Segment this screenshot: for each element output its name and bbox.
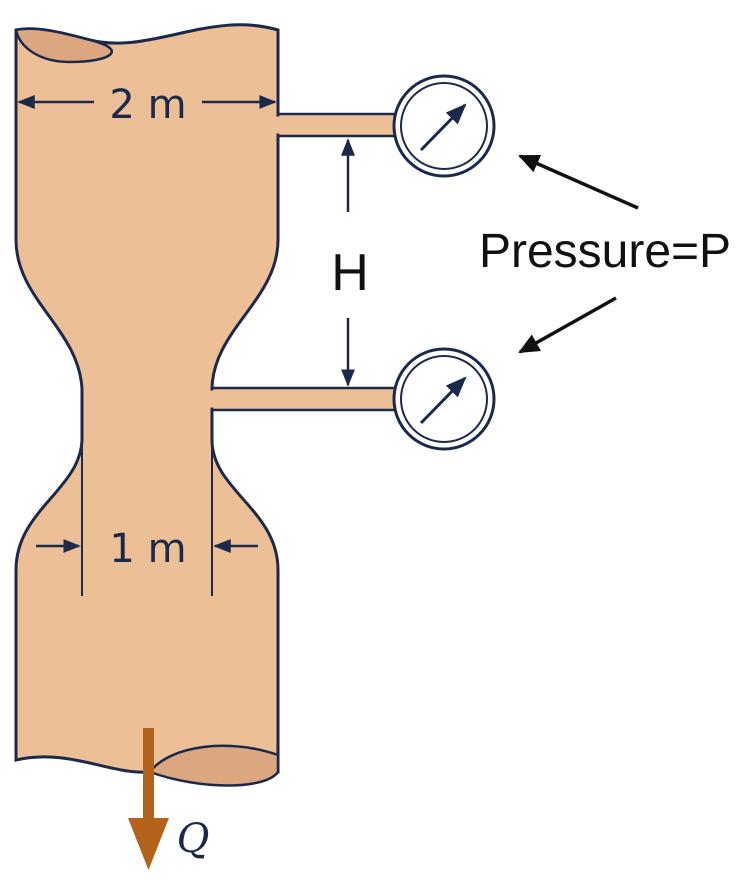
flow-indicator: Q: [128, 728, 209, 870]
lower-gauge: [392, 347, 496, 451]
arrow-icon: [518, 296, 617, 354]
flow-arrow-head: [128, 818, 169, 870]
top-diameter-label: 2 m: [109, 82, 186, 128]
lower-gauge-needle: [419, 376, 467, 425]
pipe-top-opening: [14, 27, 114, 64]
pipe-bottom-opening: [147, 744, 280, 787]
throat-diameter-label: 1 m: [109, 526, 186, 572]
lower-tube: [210, 386, 398, 412]
pressure-label: Pressure=P: [479, 225, 731, 278]
throat-diameter-dimension: 1 m: [36, 526, 258, 572]
venturi-pipe: [14, 23, 280, 787]
upper-gauge: [392, 74, 496, 178]
upper-tube: [276, 112, 398, 138]
flow-label: Q: [177, 816, 210, 862]
top-diameter-dimension: 2 m: [17, 82, 277, 128]
arrow-icon: [518, 154, 639, 210]
upper-gauge-needle: [419, 103, 467, 152]
height-label: H: [331, 244, 369, 302]
pressure-annotation: Pressure=P: [479, 154, 731, 354]
gauge-tubes: [207, 112, 398, 412]
flow-arrow-shaft: [143, 728, 154, 828]
height-dimension: H: [331, 138, 369, 387]
